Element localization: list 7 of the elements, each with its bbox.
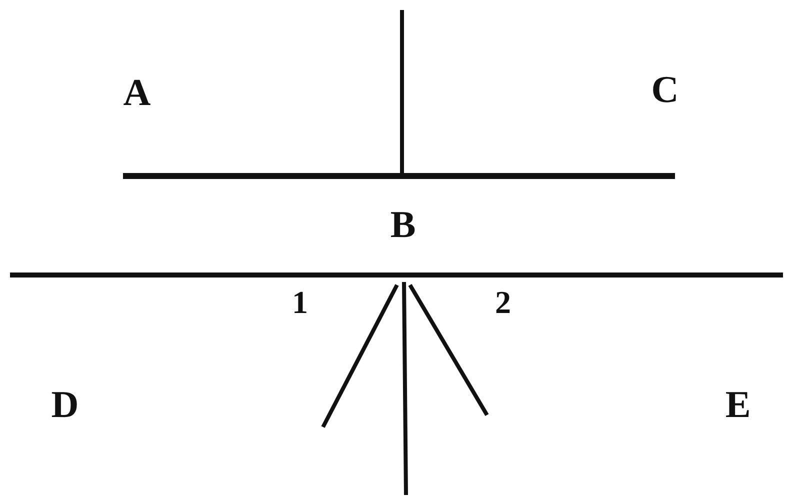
point-label: E [725,386,751,424]
angle-number: 2 [495,286,511,318]
point-label: D [51,386,79,424]
point-label: A [123,74,151,112]
point-label: C [651,71,679,109]
point-label: B [390,206,416,244]
angle-number: 1 [292,286,308,318]
